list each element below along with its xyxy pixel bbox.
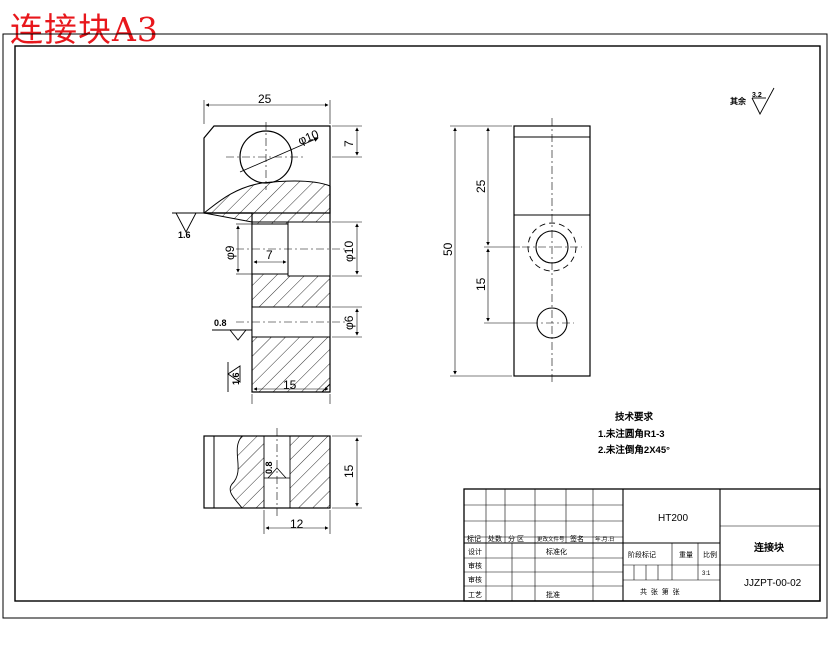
tb-row-check: 审核	[468, 561, 482, 570]
rough-front-mid: 0.8	[214, 318, 227, 328]
dim-front-hole: φ10	[296, 127, 321, 148]
dim-side-lower: 15	[474, 277, 488, 291]
dim-front-bottom-width: 15	[283, 378, 297, 392]
tb-approve: 批准	[546, 590, 560, 599]
tb-row-review: 审核	[468, 575, 482, 584]
tech-req-title: 技术要求	[615, 411, 654, 423]
dim-front-width: 25	[258, 92, 272, 106]
tb-header-2: 处数	[488, 534, 502, 543]
tb-header-1: 标记	[467, 534, 481, 543]
tb-drawing-no: JJZPT-00-02	[744, 578, 802, 589]
tb-part-name: 连接块	[754, 541, 785, 554]
tb-header-5: 签名	[570, 534, 584, 543]
tb-header-4: 更改文件号	[537, 535, 565, 543]
drawing-title: 连接块A3	[10, 10, 159, 49]
tb-weight: 重量	[679, 551, 693, 559]
tech-req-item-2: 2.未注倒角2X45°	[598, 444, 670, 456]
dim-side-upper: 25	[474, 179, 488, 193]
tb-row-process: 工艺	[468, 591, 482, 599]
rough-bottom: 0.8	[264, 461, 274, 474]
rough-front-left: 1.6	[178, 230, 191, 240]
dim-front-bore-right: φ10	[342, 241, 356, 262]
dim-front-top-offset: 7	[342, 140, 356, 147]
tb-material: HT200	[658, 513, 688, 524]
dim-side-height: 50	[441, 242, 455, 256]
front-view	[172, 100, 362, 404]
dim-front-bore-depth: 7	[266, 248, 273, 262]
tb-row-design: 设计	[468, 547, 482, 556]
tb-header-3: 分 区	[508, 534, 524, 543]
tech-req-item-1: 1.未注圆角R1-3	[598, 428, 665, 440]
dim-bottom-width: 12	[290, 517, 304, 531]
roughness-note	[751, 87, 775, 115]
tb-sheet: 共 张 第 张	[640, 587, 680, 596]
tb-std: 标准化	[546, 547, 567, 556]
outer-border	[2, 33, 828, 619]
tb-header-6: 年.月.日	[595, 535, 615, 543]
title-block	[463, 488, 821, 602]
dim-bottom-height: 15	[342, 464, 356, 478]
dim-front-small-hole: φ6	[342, 315, 356, 330]
rough-front-bottom: 1.6	[231, 372, 241, 385]
dim-front-bore-left: φ9	[223, 245, 237, 260]
tb-ratio: 比例	[703, 550, 717, 559]
roughness-note-label: 其余	[730, 96, 747, 106]
roughness-note-value: 3.2	[752, 92, 762, 99]
tb-stage: 阶段标记	[628, 550, 656, 559]
inner-border	[14, 45, 821, 602]
bottom-view	[203, 428, 362, 534]
side-view	[450, 118, 591, 384]
tb-scale: 3:1	[702, 571, 711, 577]
